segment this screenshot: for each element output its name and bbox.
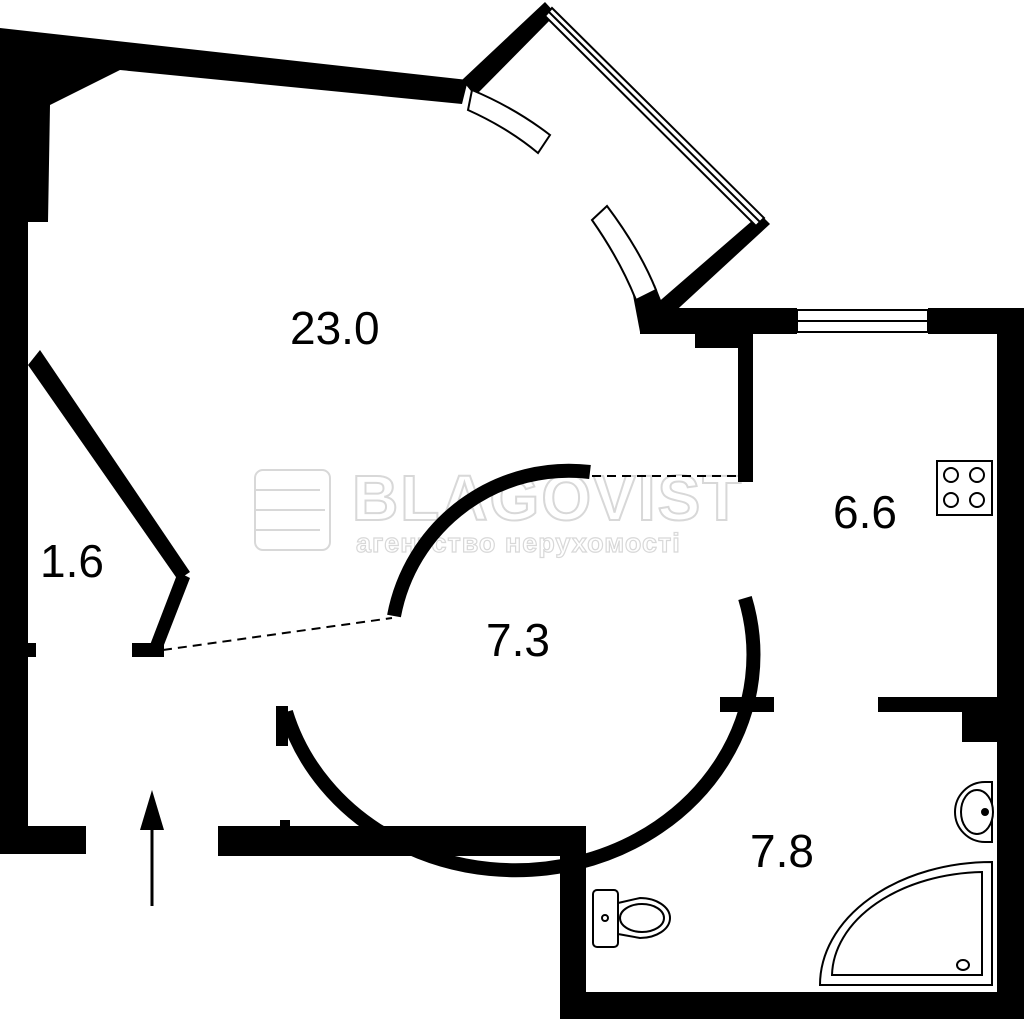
windows: [466, 6, 929, 333]
wall-kitchen-left: [738, 334, 753, 482]
wall-divider-block: [962, 705, 1000, 742]
wall-kitchen-stub: [695, 330, 740, 348]
wall-balcony-left: [462, 2, 556, 96]
hall-arc-lower: [279, 595, 761, 878]
wall-storage-end: [150, 572, 190, 650]
sink-icon: [954, 781, 994, 843]
room-area-hall: 7.3: [486, 614, 550, 666]
wall-top-left: [0, 28, 468, 830]
room-area-storage: 1.6: [40, 535, 104, 587]
window-balcony-pane: [548, 11, 761, 223]
wall-bath-bottom: [560, 992, 1024, 1019]
opening-storage: [162, 617, 393, 651]
wall-bottom-left: [0, 826, 86, 854]
watermark-logo-icon: [254, 469, 331, 551]
room-area-bathroom: 7.8: [750, 825, 814, 877]
stove-icon: [936, 460, 993, 516]
wall-entry-mark: [280, 820, 290, 828]
toilet-icon: [592, 889, 671, 948]
hall-curved-walls: [279, 463, 761, 878]
arrow-up-icon: [140, 790, 164, 906]
wall-storage-stub: [132, 643, 164, 657]
room-area-living: 23.0: [290, 302, 380, 354]
room-area-kitchen: 6.6: [833, 486, 897, 538]
wall-left-stub: [28, 643, 36, 657]
wall-kitchen-top-a: [640, 308, 797, 334]
balcony-door-arc-b: [590, 204, 658, 302]
balcony-door-arc-a: [466, 88, 552, 155]
hall-arc-upper: [387, 463, 591, 618]
wall-balcony-right: [655, 214, 770, 318]
bathtub-icon: [818, 860, 993, 986]
wall-right: [997, 308, 1024, 1019]
wall-storage-diagonal: [28, 350, 190, 580]
watermark-tagline: агентство нерухомості: [356, 528, 681, 558]
openings: [162, 475, 740, 651]
